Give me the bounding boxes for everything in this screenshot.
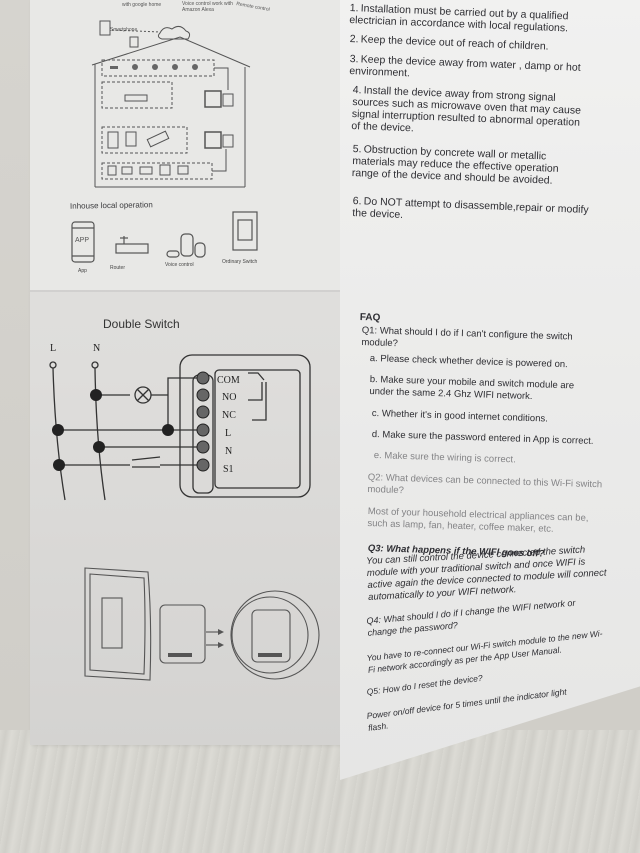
wall-box-icon xyxy=(230,590,320,680)
label-router: Router xyxy=(110,265,126,271)
diagram-title: Double Switch xyxy=(103,317,180,331)
line-label-l: L xyxy=(50,343,57,354)
caption-alexa: Voice control work with Amazon Alexa xyxy=(182,1,233,13)
right-page xyxy=(340,0,640,780)
phone-app-icon xyxy=(71,221,95,263)
router-icon xyxy=(115,243,149,254)
smartphone-icon xyxy=(99,20,111,36)
line-label-n: N xyxy=(93,343,101,354)
smart-speaker-tall-icon xyxy=(180,233,194,257)
terminal-n: N xyxy=(225,446,233,457)
page-fold xyxy=(30,290,350,292)
fabric-background xyxy=(0,730,640,853)
terminal-nc: NC xyxy=(222,410,236,421)
smart-speaker-short-icon xyxy=(194,242,206,258)
faq-title: FAQ xyxy=(359,312,381,324)
terminal-l: L xyxy=(225,428,232,439)
label-voice-control: Voice control xyxy=(165,262,194,268)
app-glyph: APP xyxy=(75,237,89,244)
inhouse-icons: APP xyxy=(71,211,258,263)
safety-item-4: 4.Install the device away from strong si… xyxy=(351,84,582,135)
smartphone-label: Smartphone xyxy=(110,27,138,33)
label-app: App xyxy=(78,268,87,274)
terminal-com: COM xyxy=(217,375,240,386)
wiring-diagram xyxy=(49,354,311,501)
cloud-icon xyxy=(157,25,191,40)
left-page-top-panel xyxy=(30,0,348,290)
terminal-s1: S1 xyxy=(223,464,234,475)
installation-illustration xyxy=(84,567,320,681)
terminal-no: NO xyxy=(222,392,237,403)
smart-speaker-puck-icon xyxy=(166,250,180,258)
router-icon xyxy=(124,94,148,102)
caption-google-home: with google home xyxy=(122,2,162,8)
switch-module-icon xyxy=(159,604,206,664)
wall-switch-icon xyxy=(84,567,152,681)
label-ordinary-switch: Ordinary Switch xyxy=(222,259,258,265)
ordinary-switch-icon xyxy=(232,211,258,251)
smart-home-diagram xyxy=(91,20,251,188)
